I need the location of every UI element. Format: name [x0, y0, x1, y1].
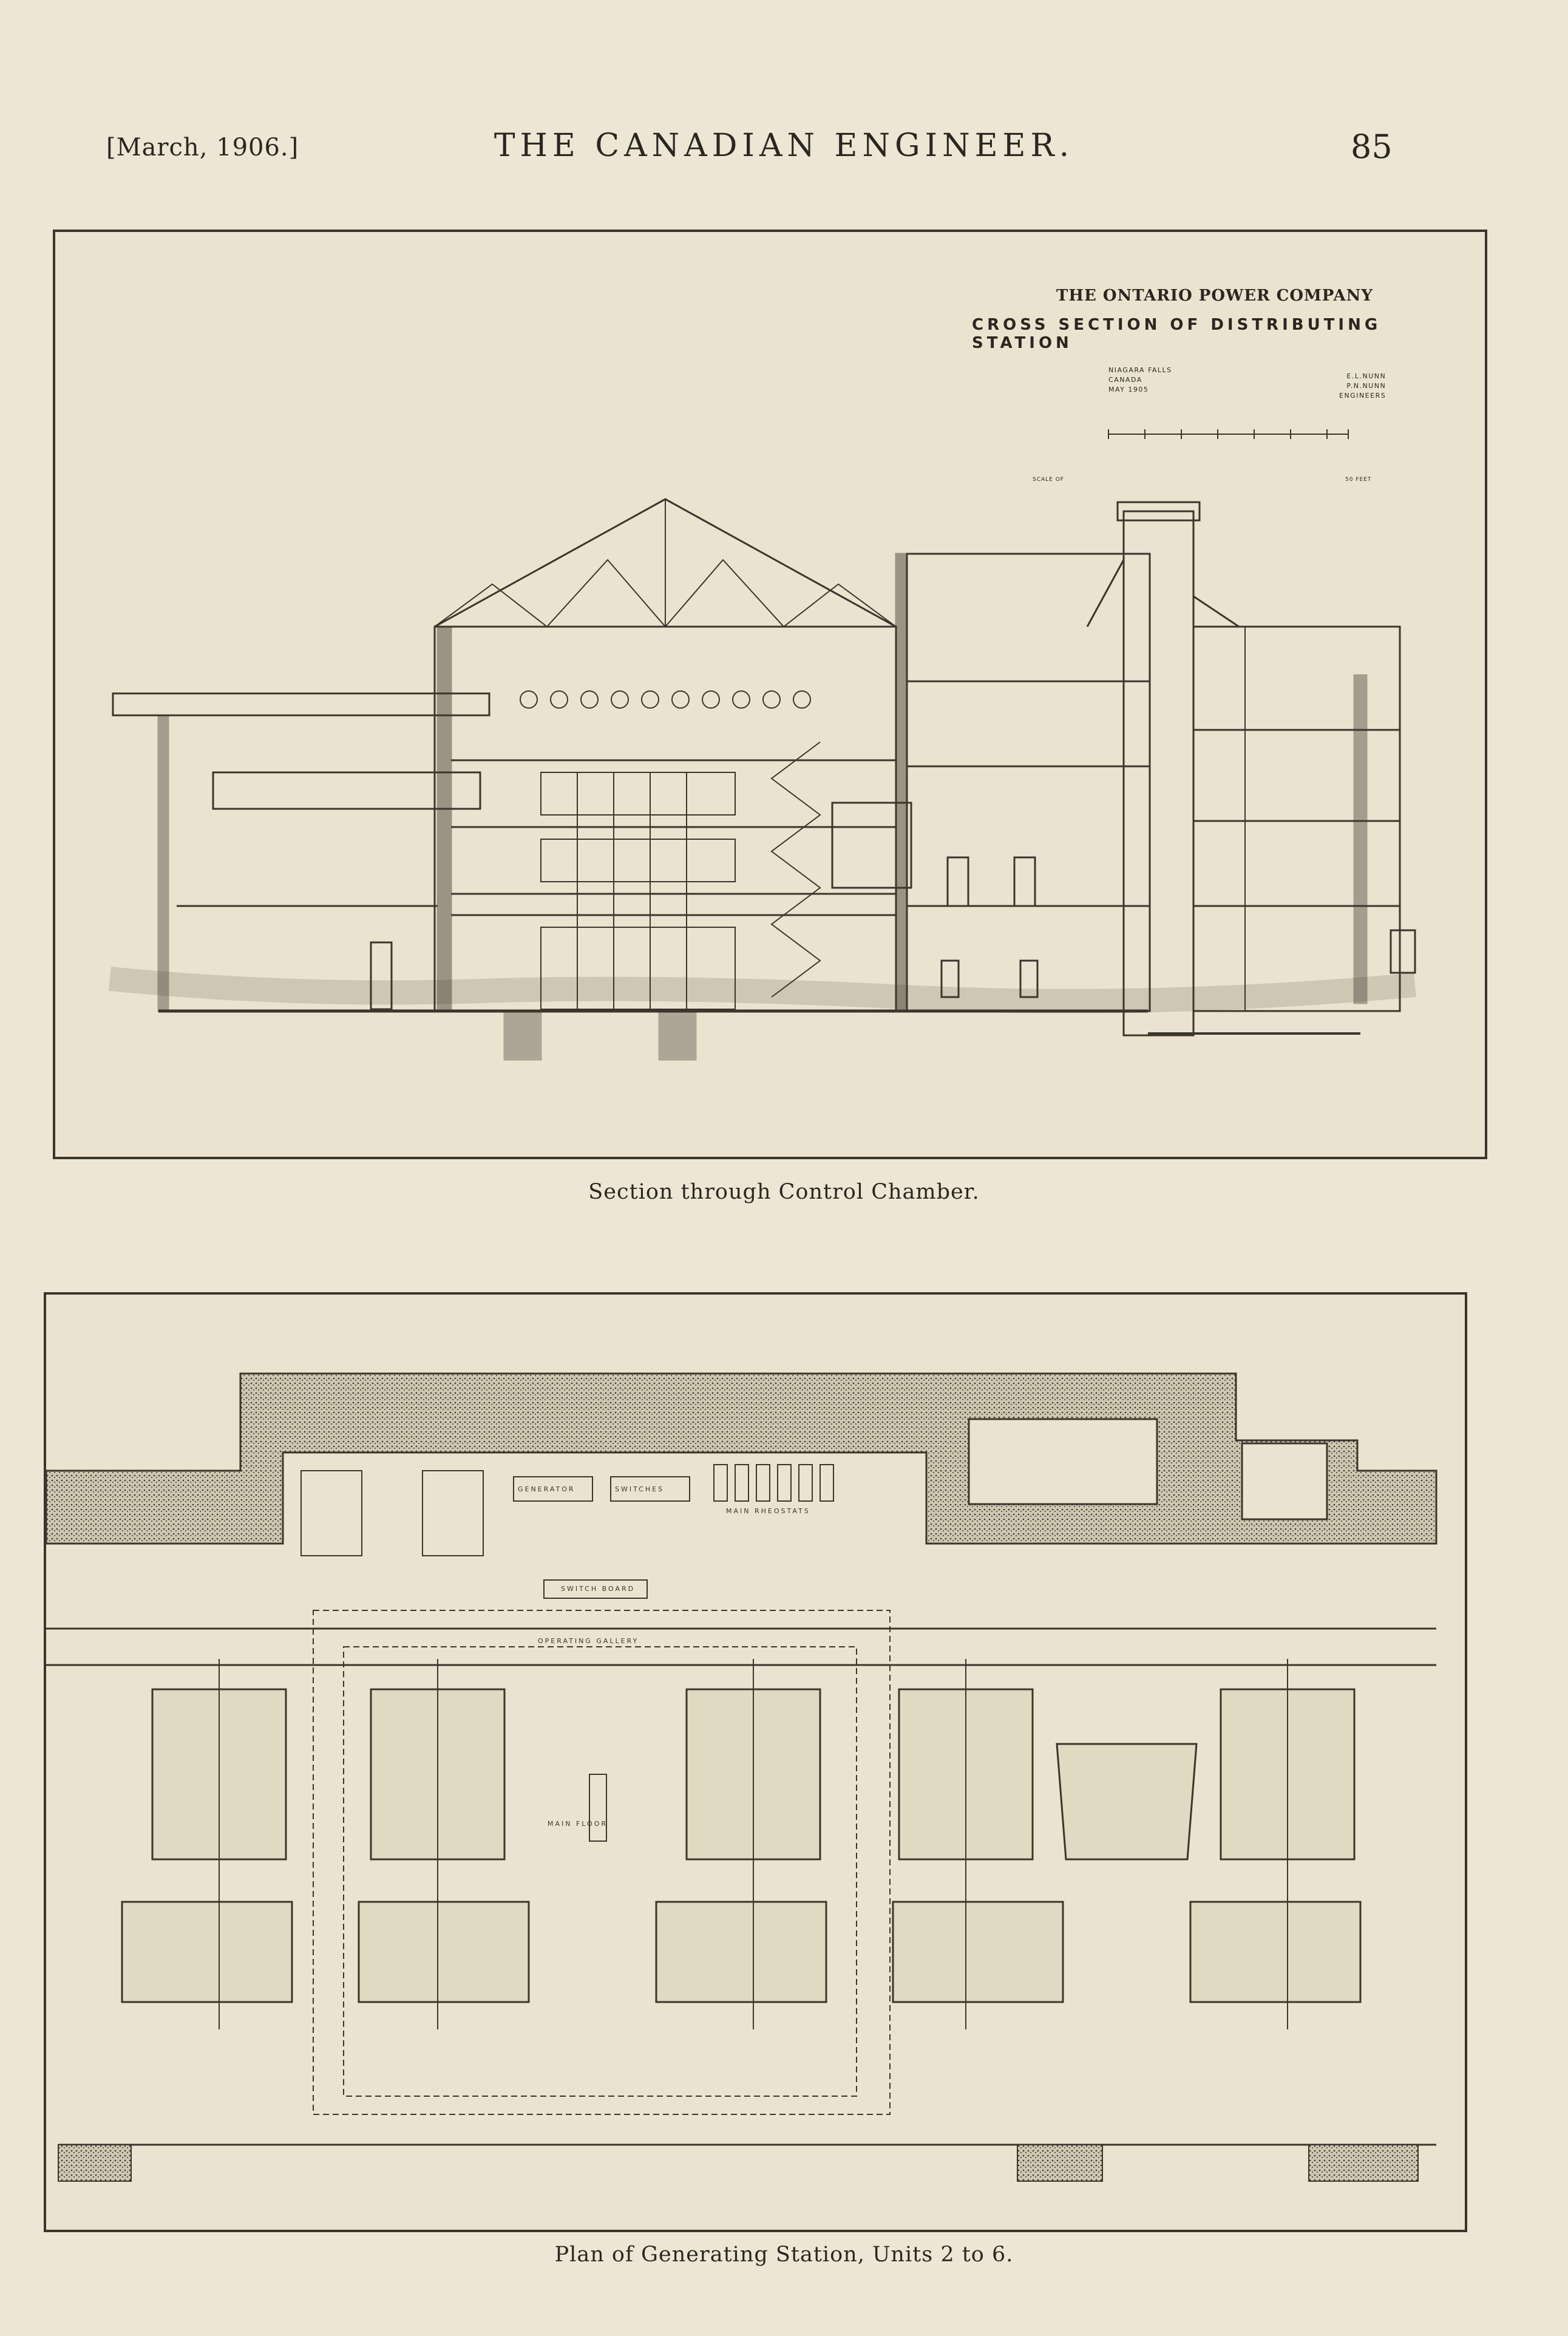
- page-number: 85: [1351, 128, 1393, 166]
- location-line-1: NIAGARA FALLS: [1108, 366, 1172, 374]
- page-header: [March, 1906.] THE CANADIAN ENGINEER. 85: [0, 128, 1568, 176]
- label-generator: GENERATOR: [518, 1485, 575, 1493]
- engineer-1: E.L.NUNN: [1346, 372, 1386, 380]
- location-line-2: CANADA: [1108, 376, 1142, 384]
- location-block: NIAGARA FALLS CANADA MAY 1905: [1108, 366, 1172, 395]
- drawing-date: MAY 1905: [1108, 386, 1149, 393]
- engineers-label: ENGINEERS: [1339, 392, 1386, 400]
- cross-section-drawing: [109, 429, 1416, 1061]
- plan-figure: GENERATOR SWITCHES MAIN RHEOSTATS SWITCH…: [44, 1292, 1467, 2232]
- drawing-title-block: THE ONTARIO POWER COMPANY CROSS SECTION …: [972, 287, 1458, 483]
- engineer-2: P.N.NUNN: [1346, 382, 1386, 390]
- label-main-rheostats: MAIN RHEOSTATS: [726, 1507, 810, 1515]
- journal-title: THE CANADIAN ENGINEER.: [494, 128, 1074, 164]
- scale-label: SCALE OF: [1033, 477, 1064, 483]
- label-switches: SWITCHES: [615, 1485, 665, 1493]
- plan-drawing: [46, 1372, 1437, 2182]
- label-operating-gallery: OPERATING GALLERY: [538, 1637, 639, 1645]
- figure-caption-bottom: Plan of Generating Station, Units 2 to 6…: [554, 2242, 1014, 2267]
- label-switch-board: SWITCH BOARD: [561, 1585, 636, 1593]
- scale-end-label: 50 FEET: [1345, 477, 1372, 483]
- company-name: THE ONTARIO POWER COMPANY: [1056, 287, 1373, 305]
- cross-section-figure: THE ONTARIO POWER COMPANY CROSS SECTION …: [53, 230, 1487, 1159]
- issue-date: [March, 1906.]: [106, 134, 299, 162]
- drawing-subtitle: CROSS SECTION OF DISTRIBUTING STATION: [972, 316, 1382, 352]
- engineers-block: E.L.NUNN P.N.NUNN ENGINEERS: [1339, 372, 1386, 401]
- label-main-floor: MAIN FLOOR: [548, 1820, 608, 1828]
- figure-caption-top: Section through Control Chamber.: [588, 1180, 980, 1204]
